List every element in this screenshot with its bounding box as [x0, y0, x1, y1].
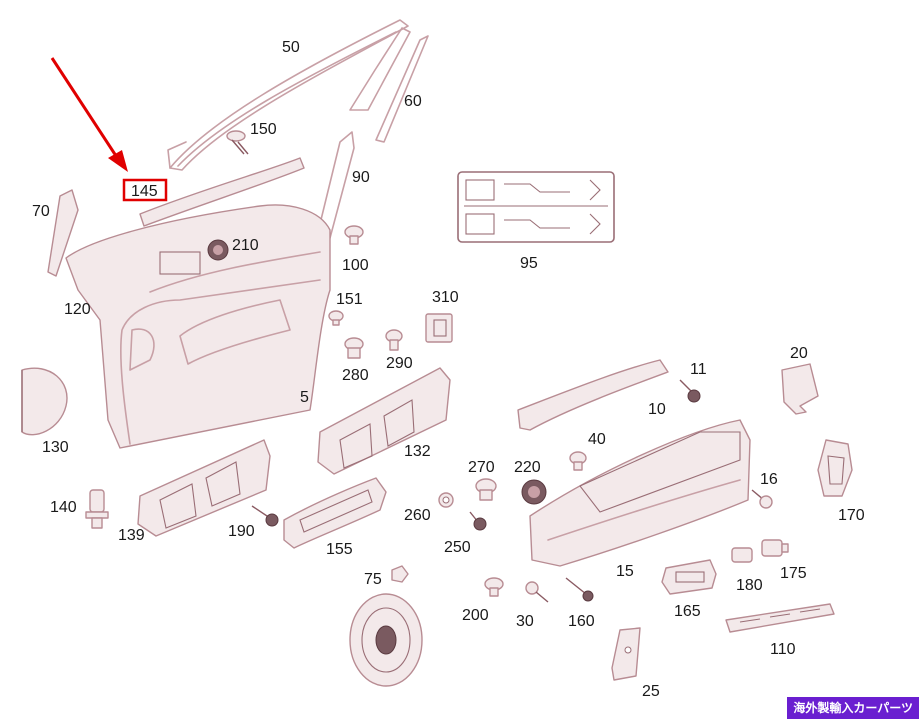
label-280: 280 — [342, 367, 369, 384]
highlight-box-145 — [122, 178, 168, 202]
part-155-handle — [283, 477, 387, 549]
part-50-window-frame — [167, 19, 411, 171]
label-170: 170 — [838, 507, 865, 524]
highlight-arrow — [50, 57, 128, 172]
part-11-screw — [679, 379, 701, 403]
label-260: 260 — [404, 507, 431, 524]
label-200: 200 — [462, 607, 489, 624]
part-60-trim-strip — [375, 35, 429, 143]
part-140-clip — [85, 489, 109, 529]
label-290: 290 — [386, 355, 413, 372]
label-20: 20 — [790, 345, 808, 362]
label-160: 160 — [568, 613, 595, 630]
part-139-switch-panel — [137, 439, 271, 537]
part-95-label — [457, 171, 615, 243]
label-60: 60 — [404, 93, 422, 110]
part-25-plate — [611, 627, 641, 681]
label-140: 140 — [50, 499, 77, 516]
label-190: 190 — [228, 523, 255, 540]
part-145-trim-strip — [139, 157, 305, 227]
part-220-grille — [521, 479, 547, 505]
label-250: 250 — [444, 539, 471, 556]
label-155: 155 — [326, 541, 353, 558]
label-150: 150 — [250, 121, 277, 138]
part-151-fastener — [328, 310, 344, 326]
part-100-clip — [344, 225, 364, 245]
label-11: 11 — [690, 361, 707, 378]
label-180: 180 — [736, 577, 763, 594]
part-132-switch-panel — [317, 367, 451, 475]
part-170-bracket — [817, 439, 853, 497]
label-310: 310 — [432, 289, 459, 306]
label-210: 210 — [232, 237, 259, 254]
label-25: 25 — [642, 683, 660, 700]
label-40: 40 — [588, 431, 606, 448]
part-labels: 50 60 150 145 70 90 210 100 95 120 151 3… — [32, 39, 865, 700]
part-210-grille — [207, 239, 229, 261]
part-120-door-panel — [65, 204, 331, 449]
label-139: 139 — [118, 527, 145, 544]
label-90: 90 — [352, 169, 370, 186]
part-165-handle — [661, 559, 717, 595]
label-220: 220 — [514, 459, 541, 476]
label-30: 30 — [516, 613, 534, 630]
label-120: 120 — [64, 301, 91, 318]
watermark-badge: 海外製輸入カーパーツ — [787, 697, 919, 719]
part-250-screw — [469, 511, 487, 531]
label-165: 165 — [674, 603, 701, 620]
label-10: 10 — [648, 401, 666, 418]
label-75: 75 — [364, 571, 382, 588]
part-150-screw — [226, 130, 249, 155]
part-30-screw — [525, 581, 549, 603]
label-175: 175 — [780, 565, 807, 582]
part-130-cover — [21, 367, 68, 436]
part-110-strip — [725, 603, 835, 633]
part-200-fastener — [484, 577, 504, 597]
part-190-screw — [251, 505, 279, 527]
label-132: 132 — [404, 443, 431, 460]
label-110: 110 — [770, 641, 796, 658]
part-160-screw — [565, 577, 594, 602]
label-50: 50 — [282, 39, 300, 56]
speaker — [349, 593, 423, 687]
part-70-triangle-cover — [47, 189, 79, 277]
label-5: 5 — [300, 389, 309, 406]
label-130: 130 — [42, 439, 69, 456]
part-75-fastener — [391, 565, 409, 583]
part-10-armrest — [517, 359, 669, 431]
part-180-clip — [731, 547, 753, 563]
label-100: 100 — [342, 257, 369, 274]
label-151: 151 — [336, 291, 363, 308]
label-270: 270 — [468, 459, 495, 476]
label-15: 15 — [616, 563, 634, 580]
part-260-washer — [438, 492, 454, 508]
label-70: 70 — [32, 203, 50, 220]
part-15-lower-panel — [529, 419, 751, 567]
part-40-fastener — [569, 451, 587, 471]
part-16-screw — [751, 489, 773, 509]
label-145: 145 — [131, 183, 158, 200]
part-175-clip — [761, 539, 789, 557]
label-95: 95 — [520, 255, 538, 272]
label-16: 16 — [760, 471, 778, 488]
part-310-switch — [425, 313, 453, 343]
part-20-pocket — [781, 363, 819, 415]
part-270-fastener — [475, 478, 497, 501]
part-280-fastener — [344, 337, 364, 359]
part-290-fastener — [385, 329, 403, 351]
